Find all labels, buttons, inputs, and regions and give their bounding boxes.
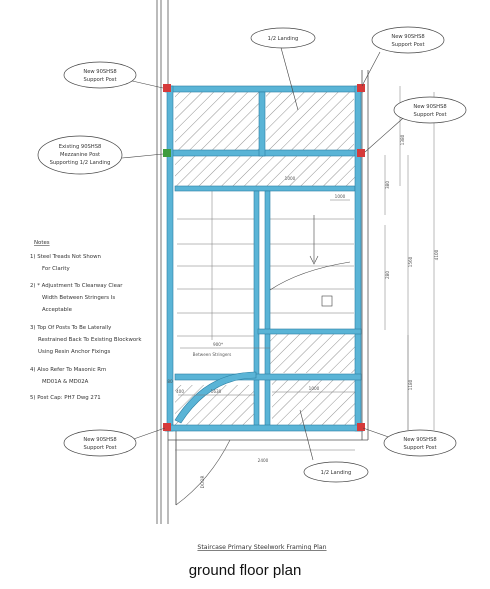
dim-4100: 4100 — [434, 249, 439, 260]
post-top-left-line2: Support Post — [83, 77, 116, 83]
existing-post-line3: Supporting 1/2 Landing — [50, 160, 111, 166]
dim-400: 400 — [176, 389, 184, 394]
dim-1560: 1560 — [408, 256, 413, 267]
post-bottom-left-line2: Support Post — [83, 445, 116, 451]
notes-title: Notes — [34, 240, 50, 246]
post-top-left-marker — [163, 84, 171, 92]
dim-1000b: 1000 — [309, 386, 320, 391]
dim-380: 380 — [385, 181, 390, 189]
post-label-top-right: New 90SHS8 Support Post — [371, 26, 445, 54]
post-top-right-line1: New 90SHS8 — [391, 34, 424, 40]
note-line-10: MD01A & MD02A — [42, 379, 89, 385]
top-beam — [164, 85, 364, 93]
newel-detail — [321, 295, 333, 307]
post-mid-right-line1: New 90SHS8 — [413, 104, 446, 110]
post-top-left-line1: New 90SHS8 — [83, 69, 116, 75]
bottom-beam — [164, 424, 364, 432]
stair-direction-arrow — [269, 215, 351, 291]
landing-hatching — [175, 92, 356, 425]
existing-post-line1: Existing 90SHS8 — [59, 144, 102, 150]
right-stringer — [264, 190, 271, 428]
landing-label-top: 1/2 Landing — [250, 27, 316, 49]
between-stringers-label: 900* Between Stringers — [193, 342, 232, 357]
post-mid-right-line2: Support Post — [413, 112, 446, 118]
post-bottom-left-marker — [163, 423, 171, 431]
support-posts — [163, 84, 365, 431]
post-bottom-left-line1: New 90SHS8 — [83, 437, 116, 443]
stair-treads — [177, 191, 354, 340]
landing-label-bottom: 1/2 Landing — [303, 461, 369, 483]
post-label-bottom-left: New 90SHS8 Support Post — [63, 429, 137, 457]
lower-landing-beam-1 — [257, 328, 362, 335]
post-bottom-right-line2: Support Post — [403, 445, 436, 451]
centre-column — [258, 91, 266, 157]
right-wall — [168, 70, 369, 441]
leader-lines — [121, 43, 411, 461]
post-top-right-line2: Support Post — [391, 42, 424, 48]
landing-top-text: 1/2 Landing — [268, 36, 299, 42]
door-label: DOOR — [200, 476, 205, 489]
note-line-5: Acceptable — [42, 307, 73, 313]
landing-beam — [174, 185, 356, 192]
note-line-6: 3) Top Of Posts To Be Laterally — [30, 325, 112, 331]
between-stringers-text: Between Stringers — [193, 352, 232, 357]
existing-post-marker — [163, 149, 171, 157]
lower-landing-beam-2 — [174, 373, 362, 381]
dim-1380: 1380 — [400, 134, 405, 145]
between-stringers-value: 900* — [213, 342, 223, 347]
dimension-lines — [175, 86, 435, 451]
post-label-top-left: New 90SHS8 Support Post — [63, 61, 137, 89]
plan-caption: ground floor plan — [188, 562, 302, 579]
post-label-mid-right: New 90SHS8 Support Post — [393, 96, 467, 124]
note-line-4: Width Between Stringers Is — [42, 295, 115, 301]
notes-block: Notes 1) Steel Treads Not Shown For Clar… — [30, 240, 142, 401]
post-label-bottom-right: New 90SHS8 Support Post — [383, 429, 457, 457]
post-bottom-right-marker — [357, 423, 365, 431]
drawing-title: Staircase Primary Steelwork Framing Plan — [197, 544, 326, 551]
landing-bottom-text: 1/2 Landing — [321, 470, 352, 476]
note-line-9: 4) Also Refer To Masonic Rm — [30, 367, 106, 373]
left-stringer — [253, 190, 260, 428]
dim-1000c: 1000 — [285, 176, 296, 181]
note-line-11: 5) Post Cap: PH7 Dwg 271 — [30, 395, 101, 401]
note-line-2: For Clarity — [42, 266, 71, 272]
post-top-right-marker — [357, 84, 365, 92]
post-mid-right-marker — [357, 149, 365, 157]
existing-post-label: Existing 90SHS8 Mezzanine Post Supportin… — [37, 135, 123, 175]
dim-1000: 1000 — [335, 194, 346, 199]
door-swing — [175, 439, 231, 506]
note-line-8: Using Resin Anchor Fixings — [38, 349, 111, 355]
dimension-values: 1380 380 280 1560 4100 1180 1000 80 400 … — [167, 134, 439, 488]
dim-1630: 1630 — [211, 389, 222, 394]
dim-80: 80 — [167, 379, 173, 384]
dim-2400: 2400 — [258, 458, 269, 463]
existing-post-line2: Mezzanine Post — [60, 152, 100, 158]
note-line-7: Restrained Back To Existing Blockwork — [38, 337, 142, 343]
dim-280: 280 — [385, 271, 390, 279]
curved-stringer — [174, 371, 257, 424]
note-line-1: 1) Steel Treads Not Shown — [30, 254, 101, 260]
dim-1180: 1180 — [408, 379, 413, 390]
note-line-3: 2) * Adjustment To Clearway Clear — [30, 283, 123, 289]
post-bottom-right-line1: New 90SHS8 — [403, 437, 436, 443]
handwritten-title: Staircase Primary Steelwork Framing Plan — [197, 544, 326, 551]
